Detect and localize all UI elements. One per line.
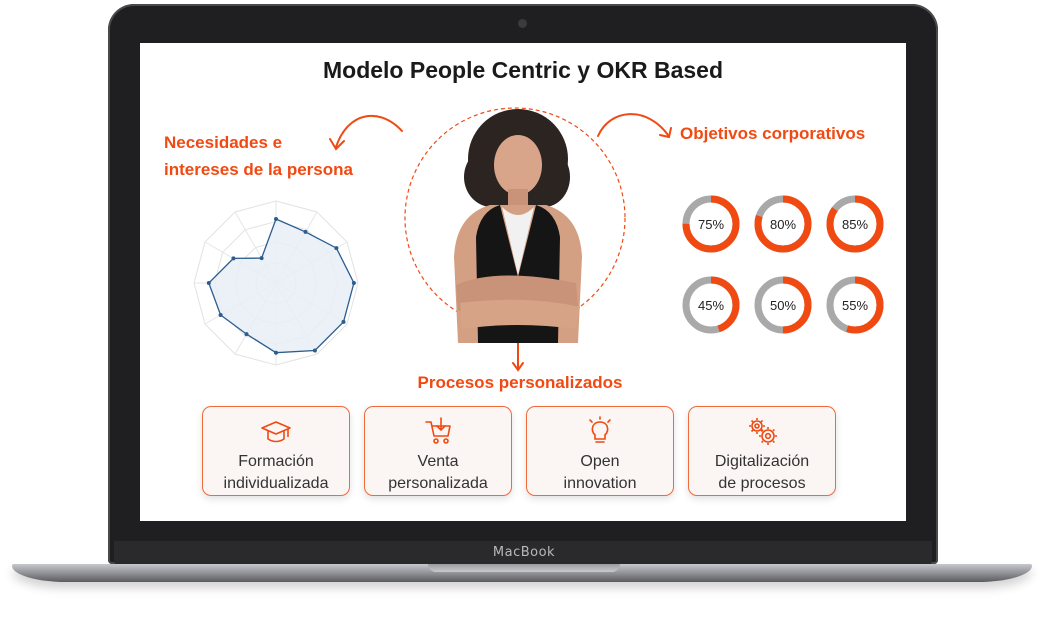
donut-label: 45%: [698, 298, 724, 313]
portrait-dashed-circle: [404, 107, 626, 329]
slide-screen: Modelo People Centric y OKR Based Necesi…: [140, 43, 906, 521]
radar-point: [351, 281, 356, 285]
donut-label: 80%: [770, 217, 796, 232]
process-card-line2: personalizada: [388, 475, 488, 492]
donut-label: 50%: [770, 298, 796, 313]
process-card-line2: de procesos: [718, 475, 806, 492]
objective-donut: 85%: [826, 195, 884, 253]
objectives-heading: Objetivos corporativos: [680, 124, 866, 143]
process-card-line1: Venta: [417, 453, 459, 470]
radar-point: [259, 256, 264, 261]
radar-point: [274, 217, 278, 221]
objective-donut: 55%: [826, 276, 884, 334]
radar-point: [303, 229, 308, 234]
donut-label: 55%: [842, 298, 868, 313]
needs-heading: Necesidades e intereses de la persona: [164, 129, 404, 183]
process-card-open-innovation[interactable]: Open innovation: [526, 406, 674, 496]
process-card-digitalizacion[interactable]: Digitalización de procesos: [688, 406, 836, 496]
radar-point: [206, 281, 211, 285]
radar-point: [218, 313, 223, 317]
donut-progress: [754, 195, 812, 253]
processes-heading: Procesos personalizados: [417, 373, 623, 392]
process-card-line2: individualizada: [223, 475, 329, 492]
lightbulb-icon: [589, 416, 611, 443]
curved-arrow-right-head: [659, 127, 672, 139]
curved-arrow-left-head: [329, 138, 345, 151]
shopping-cart-icon: [425, 417, 451, 444]
objectives-donuts: 75% 80% 85% 45% 50% 55%: [682, 195, 884, 334]
radar-point: [244, 332, 249, 337]
process-card-line1: Open: [580, 453, 620, 470]
radar-point: [341, 319, 346, 324]
needs-heading-line2: intereses de la persona: [164, 160, 353, 179]
laptop-chin: [114, 541, 932, 565]
person-portrait: [454, 109, 582, 343]
decor-arrows: [329, 107, 672, 372]
gears-icon: [749, 418, 777, 445]
needs-radar-chart: [193, 200, 359, 366]
down-arrow-head: [512, 362, 524, 372]
donut-progress: [682, 195, 740, 253]
radar-point: [231, 256, 236, 261]
radar-area: [208, 218, 355, 354]
process-card-line1: Digitalización: [714, 453, 810, 470]
graduation-cap-icon: [261, 421, 291, 443]
radar-point: [274, 350, 278, 355]
process-card-formacion[interactable]: Formación individualizada: [202, 406, 350, 496]
slide-title: Modelo People Centric y OKR Based: [322, 57, 724, 83]
radar-point: [334, 246, 339, 251]
laptop-base: [12, 564, 1032, 582]
curved-arrow-right-icon: [597, 113, 669, 137]
radar-point: [312, 348, 317, 353]
objective-donut: 75%: [682, 195, 740, 253]
donut-progress: [754, 276, 812, 334]
process-card-line1: Formación: [238, 453, 314, 470]
donut-label: 85%: [842, 217, 868, 232]
laptop-notch: [428, 564, 620, 572]
donut-progress: [826, 195, 884, 253]
curved-arrow-left-icon: [335, 115, 403, 148]
webcam: [518, 19, 527, 28]
process-card-venta[interactable]: Venta personalizada: [364, 406, 512, 496]
donut-progress: [826, 276, 884, 334]
objective-donut: 45%: [682, 276, 740, 334]
donut-label: 75%: [698, 217, 724, 232]
device-brand: MacBook: [492, 545, 556, 560]
donut-progress: [682, 276, 740, 334]
objective-donut: 80%: [754, 195, 812, 253]
needs-heading-line1: Necesidades e: [164, 133, 283, 152]
objective-donut: 50%: [754, 276, 812, 334]
process-card-line2: innovation: [563, 475, 637, 492]
